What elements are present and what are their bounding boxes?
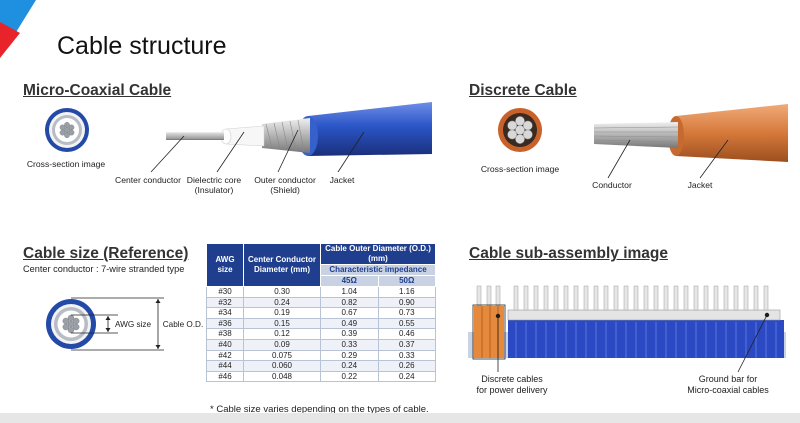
cable-size-diagram xyxy=(46,297,164,351)
label-outer-conductor: Outer conductor(Shield) xyxy=(254,175,316,195)
discrete-title: Discrete Cable xyxy=(469,82,577,99)
micro-coax-cable-image xyxy=(166,102,432,156)
discrete-cross-section-label: Cross-section image xyxy=(480,164,560,174)
label-jacket: Jacket xyxy=(329,175,355,185)
label-conductor: Conductor xyxy=(592,180,632,190)
cable-size-note: * Cable size varies depending on the typ… xyxy=(210,404,429,415)
micro-coax-title: Micro-Coaxial Cable xyxy=(23,82,172,99)
discrete-cable-image xyxy=(593,104,788,162)
cable-od-label: Cable O.D. xyxy=(162,320,204,329)
corner-logo-shape xyxy=(0,0,36,58)
footer-bar xyxy=(0,413,800,423)
cable-size-subtitle: Center conductor : 7-wire stranded type xyxy=(23,264,185,274)
subassembly-image xyxy=(468,285,786,360)
label-dielectric-core: Dielectric core(Insulator) xyxy=(186,175,242,195)
page-title: Cable structure xyxy=(57,32,227,60)
discrete-cross-section xyxy=(498,108,542,152)
micro-coax-cross-section-label: Cross-section image xyxy=(26,159,106,169)
cable-size-title: Cable size (Reference) xyxy=(23,245,189,262)
col-50-ohm: 50Ω xyxy=(377,275,436,287)
micro-coax-cross-section xyxy=(45,108,89,152)
label-discrete-jacket: Jacket xyxy=(687,180,713,190)
label-center-conductor: Center conductor xyxy=(115,175,181,185)
awg-size-label: AWG size xyxy=(114,320,152,329)
subassembly-title: Cable sub-assembly image xyxy=(469,245,668,262)
